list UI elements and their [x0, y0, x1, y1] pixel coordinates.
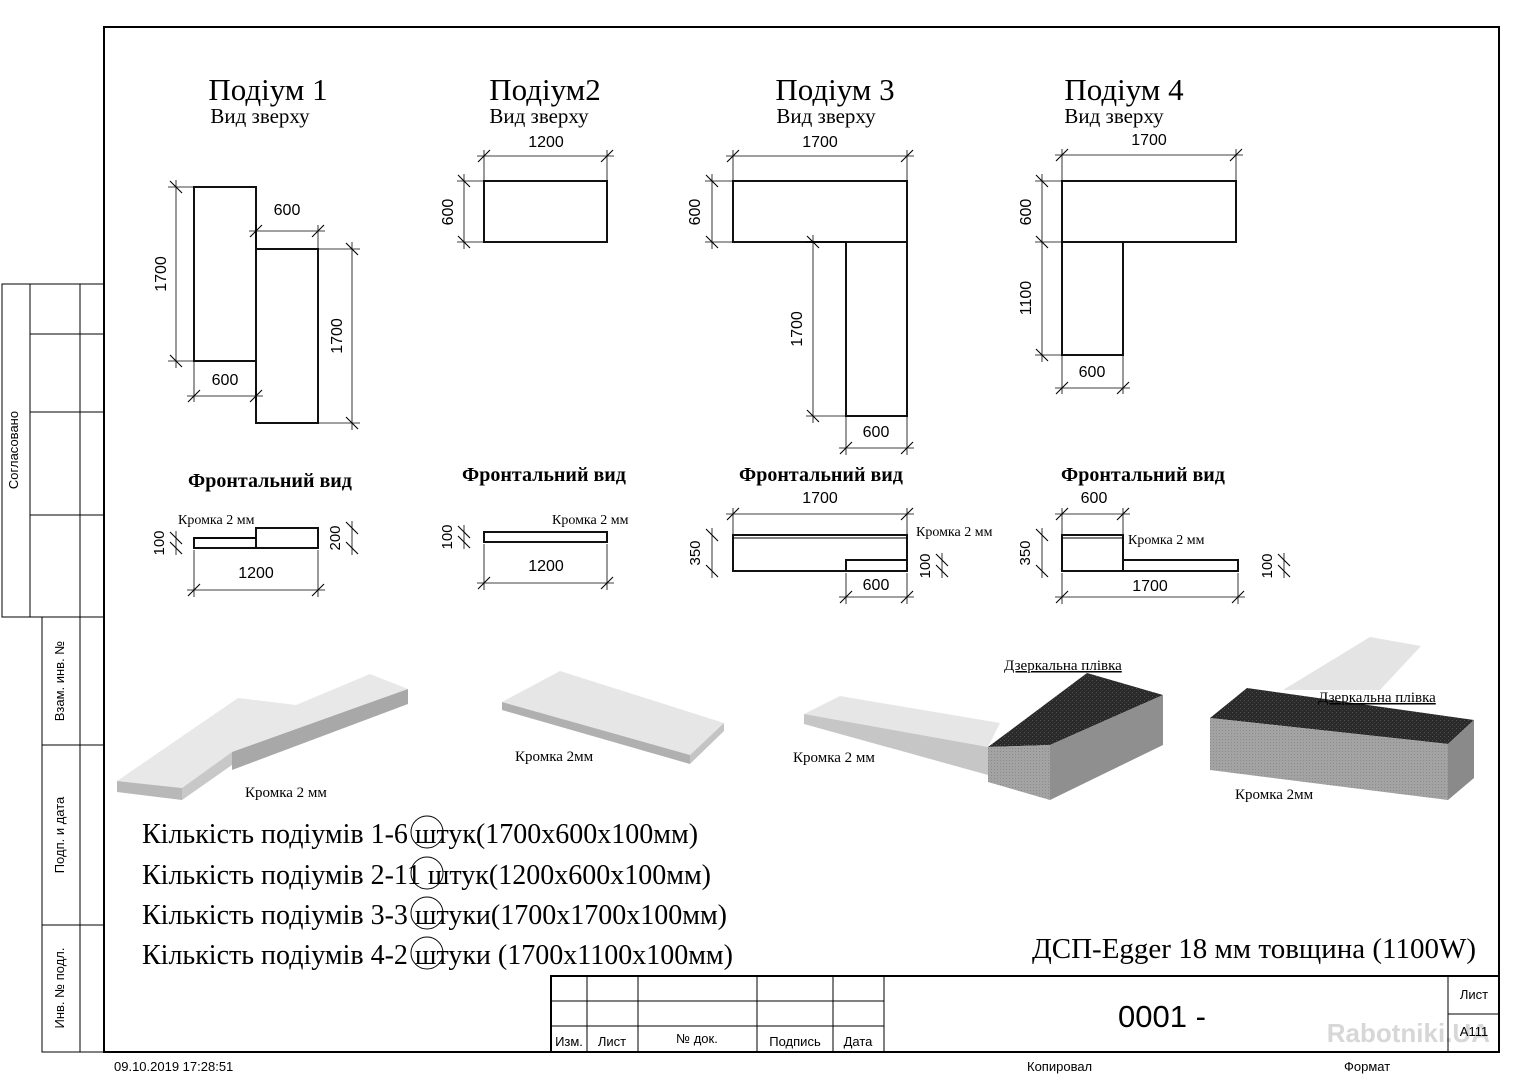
podium-4-render: Дзеркальна плівка Кромка 2мм: [1210, 637, 1474, 803]
podium-3-render-label: Кромка 2 мм: [793, 750, 875, 766]
podium-1-top-view: Подіум 1 Вид зверху 1700 600 600 1700: [153, 72, 360, 430]
podium-3-part-leg: [845, 241, 908, 417]
podium-4-front-width-top: 600: [1081, 490, 1108, 507]
format-label: Формат: [1344, 1059, 1390, 1074]
quantity-line-4: Кількість подіумів 4-2 штуки (1700x1100x…: [142, 940, 733, 971]
podium-2-title: Подіум2: [489, 72, 601, 107]
podium-3-dim-width-leg: 600: [863, 424, 890, 441]
podium-2-front-width: 1200: [528, 558, 564, 575]
podium-3-front-width: 1700: [802, 490, 838, 507]
podium-1-dim-height-right: 1700: [329, 318, 346, 354]
podium-3-title: Подіум 3: [775, 72, 894, 107]
quantities-list: Кількість подіумів 1-6 штук(1700x600x100…: [142, 815, 733, 971]
podium-3-dim-width-top: 1700: [802, 134, 838, 151]
sheet-label: Лист: [1460, 987, 1488, 1002]
podium-2-render: Кромка 2мм: [502, 671, 724, 765]
podium-1-front-label: Фронтальний вид: [188, 470, 352, 492]
sheet-value: A111: [1460, 1024, 1488, 1039]
copied-label: Копировал: [1027, 1059, 1092, 1074]
podium-4-front-h2: 100: [1259, 553, 1276, 578]
podium-1-front-edge: Кромка 2 мм: [178, 513, 255, 528]
podium-2-front-edge: Кромка 2 мм: [552, 513, 629, 528]
podium-4-dim-width-top: 1700: [1131, 132, 1167, 149]
podium-1-front-h2: 200: [327, 525, 344, 550]
podium-3-part-top: [732, 180, 908, 243]
podium-3-front-h2: 100: [917, 553, 934, 578]
stamp-inv-exchange: Взам. инв. №: [52, 641, 67, 722]
quantity-2-marker: [410, 856, 444, 890]
material-note: ДСП-Egger 18 мм товщина (1100W): [1032, 933, 1476, 965]
podium-4-front-h1: 350: [1017, 540, 1034, 565]
podium-3-dim-height-leg: 1700: [789, 311, 806, 347]
podium-4-dim-height-leg: 1100: [1018, 281, 1035, 316]
stamp-inv-original: Инв. № подл.: [52, 948, 67, 1029]
podium-4-top-label: Вид зверху: [1064, 104, 1164, 128]
document-number: 0001 -: [1118, 999, 1206, 1034]
podium-4-part-top: [1061, 180, 1237, 243]
podium-4-part-leg: [1061, 241, 1124, 356]
podium-4-front-width: 1700: [1132, 578, 1168, 595]
podium-4-render-label: Кромка 2мм: [1235, 787, 1314, 803]
podium-4-render-film: Дзеркальна плівка: [1318, 690, 1436, 706]
podium-1-dim-width-bottom: 600: [212, 372, 239, 389]
podium-2-render-label: Кромка 2мм: [515, 749, 594, 765]
title-col-date: Дата: [844, 1034, 874, 1049]
podium-4-top-view: Подіум 4 Вид зверху 1700 600 1100 600: [1018, 72, 1243, 395]
stamp-agreed: Согласовано: [6, 411, 21, 489]
quantity-3-marker: [410, 896, 444, 930]
watermark: Rabotniki.UA: [1327, 1018, 1490, 1048]
podium-4-dim-height-top: 600: [1018, 199, 1035, 226]
podium-2-front-h: 100: [439, 524, 456, 549]
podium-3-front-view: Фронтальний вид 1700 Кромка 2 мм 350 100…: [687, 464, 993, 604]
title-block: Изм. Лист № док. Подпись Дата 0001 - Лис…: [550, 975, 1500, 1053]
title-col-sheet: Лист: [598, 1034, 626, 1049]
podium-2-part: [483, 180, 608, 243]
podium-2-top-label: Вид зверху: [489, 104, 589, 128]
stamp-sign-date: Подп. и дата: [52, 796, 67, 873]
podium-1-part-right: [255, 248, 319, 424]
quantity-line-3: Кількість подіумів 3-3 штуки(1700x1700x1…: [142, 900, 727, 931]
podium-3-top-label: Вид зверху: [776, 104, 876, 128]
podium-1-front-h1: 100: [151, 530, 168, 555]
quantity-line-2: Кількість подіумів 2-11 штук(1200x600x10…: [142, 860, 711, 891]
podium-1-front-width: 1200: [238, 565, 274, 582]
podium-3-front-width-2: 600: [863, 577, 890, 594]
podium-1-part-left: [193, 186, 257, 362]
podium-1-render: Кромка 2 мм: [117, 674, 408, 801]
podium-1-title: Подіум 1: [208, 72, 327, 107]
timestamp: 09.10.2019 17:28:51: [114, 1059, 233, 1074]
podium-3-dim-height-top: 600: [687, 199, 704, 226]
podium-1-front-view: Фронтальний вид Кромка 2 мм 100 200 1200: [151, 470, 359, 597]
podium-2-dim-width: 1200: [528, 134, 564, 151]
quantity-4-marker: [410, 936, 444, 970]
quantity-line-1: Кількість подіумів 1-6 штук(1700x600x100…: [142, 819, 698, 850]
podium-4-front-view: Фронтальний вид 600 Кромка 2 мм 350 100 …: [1017, 464, 1291, 604]
podium-4-title: Подіум 4: [1064, 72, 1184, 107]
podium-4-front-label: Фронтальний вид: [1061, 464, 1225, 486]
podium-1-dim-width-top: 600: [274, 202, 301, 219]
title-col-signature: Подпись: [769, 1034, 821, 1049]
podium-1-top-label: Вид зверху: [210, 104, 310, 128]
podium-3-render-film: Дзеркальна плівка: [1004, 658, 1122, 674]
podium-3-top-view: Подіум 3 Вид зверху 1700 600 1700 600: [687, 72, 914, 455]
side-stamp: Согласовано Взам. инв. № Подп. и дата Ин…: [1, 283, 105, 1053]
podium-2-top-view: Подіум2 Вид зверху 1200 600: [440, 72, 614, 249]
podium-2-front-label: Фронтальний вид: [462, 464, 626, 486]
podium-1-dim-height-left: 1700: [153, 256, 170, 292]
podium-3-front-label: Фронтальний вид: [739, 464, 903, 486]
podium-2-front-view: Фронтальний вид Кромка 2 мм 100 1200: [439, 464, 629, 590]
podium-3-front-edge: Кромка 2 мм: [916, 525, 993, 540]
podium-3-front-h1: 350: [687, 540, 704, 565]
podium-1-render-label: Кромка 2 мм: [245, 785, 327, 801]
title-col-change: Изм.: [555, 1034, 583, 1049]
podium-4-dim-width-leg: 600: [1079, 364, 1106, 381]
podium-2-dim-height: 600: [440, 199, 457, 226]
podium-4-front-edge: Кромка 2 мм: [1128, 533, 1205, 548]
podium-3-render: Дзеркальна плівка Кромка 2 мм: [793, 658, 1163, 800]
title-col-doc: № док.: [676, 1031, 718, 1046]
quantity-1-marker: [410, 815, 444, 849]
